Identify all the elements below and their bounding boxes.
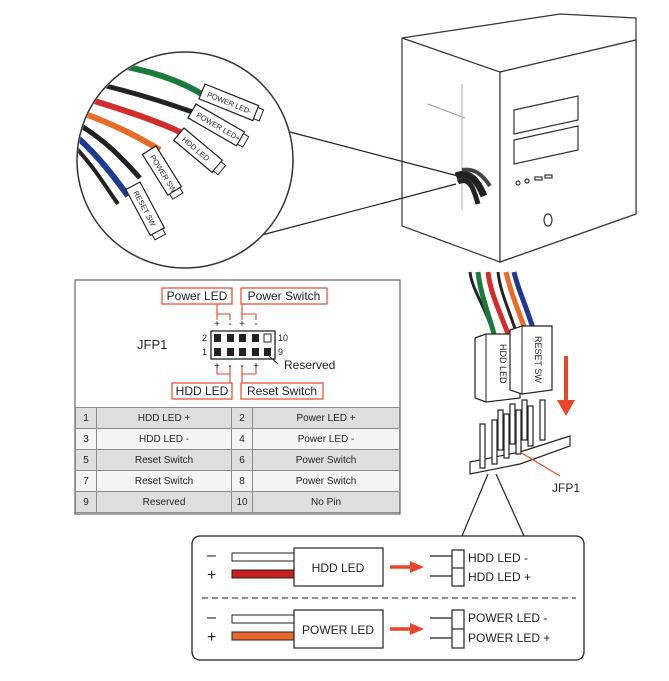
plug-hdd-led-label: HDD LED <box>498 344 508 384</box>
sign-reset-minus: - <box>240 361 243 372</box>
group-power-led: Power LED <box>161 287 233 305</box>
pin-number: 5 <box>74 449 98 471</box>
pin-label-2: 2 <box>202 333 207 343</box>
legend-power-led-row: – + POWER LED POWER LED - POWER LED + <box>207 609 550 649</box>
magnified-wires: POWER LED- POWER LED+ HDD LED POWER SW R… <box>78 59 265 241</box>
jfp1-pin-grid <box>210 330 279 365</box>
group-power-switch: Power Switch <box>240 287 328 305</box>
svg-text:HDD LED: HDD LED <box>176 384 229 398</box>
plug-jfp1-label: JFP1 <box>552 481 580 495</box>
legend-power-plus-sign: + <box>207 629 216 646</box>
sign-power-led-plus: + <box>214 319 220 330</box>
pin-number: 3 <box>74 428 98 450</box>
legend-hdd-plus-sign: + <box>207 567 216 584</box>
pin-function: Reset Switch <box>96 449 232 471</box>
reserved-label: Reserved <box>284 358 335 372</box>
pin-function: Reset Switch <box>96 470 232 492</box>
legend-hdd-led-block: HDD LED <box>312 561 365 575</box>
pin-function: No Pin <box>252 491 400 513</box>
pin-number: 4 <box>230 428 254 450</box>
pin-label-10: 10 <box>278 333 288 343</box>
plug-reset-sw-label: RESET SW <box>533 336 543 383</box>
legend-power-pin-plus: POWER LED + <box>468 631 550 645</box>
pin-number: 9 <box>74 491 98 513</box>
pin-number: 2 <box>230 407 254 429</box>
pin-number: 8 <box>230 470 254 492</box>
legend-hdd-minus-sign: – <box>207 547 216 564</box>
zoom-line-bottom <box>257 183 457 237</box>
pin-number: 6 <box>230 449 254 471</box>
sign-hdd-minus: - <box>228 361 231 372</box>
plug-illustration: HDD LED RESET SW JFP1 <box>461 271 580 537</box>
case-wire-bundle <box>454 167 492 205</box>
sign-hdd-plus: + <box>214 361 220 372</box>
pin-function: HDD LED - <box>96 428 232 450</box>
legend-power-minus-sign: – <box>207 609 216 626</box>
sign-reset-plus: + <box>253 361 259 372</box>
legend-hdd-led-row: – + HDD LED HDD LED - HDD LED + <box>207 547 531 587</box>
legend-hdd-pin-minus: HDD LED - <box>468 551 528 565</box>
sign-power-led-minus: - <box>228 319 231 330</box>
sign-power-sw-minus: - <box>254 319 257 330</box>
pin-function: Power LED - <box>252 428 400 450</box>
legend-hdd-pin-plus: HDD LED + <box>468 570 531 584</box>
legend-power-led-block: POWER LED <box>302 623 374 637</box>
pin-label-9: 9 <box>278 347 283 357</box>
pin-function: Power LED + <box>252 407 400 429</box>
group-reset-switch: Reset Switch <box>240 382 324 400</box>
pc-case <box>401 13 637 263</box>
pin-function: Power Switch <box>252 470 400 492</box>
pin-assignment-table: 1 HDD LED + 2 Power LED + 3 HDD LED - 4 … <box>74 407 400 513</box>
table-row: 1 HDD LED + 2 Power LED + <box>74 407 400 429</box>
sign-power-sw-plus: + <box>239 319 245 330</box>
pin-number: 10 <box>230 491 254 513</box>
svg-text:Reset Switch: Reset Switch <box>247 384 317 398</box>
table-row: 7 Reset Switch 8 Power Switch <box>74 470 400 492</box>
pin-label-1: 1 <box>202 347 207 357</box>
table-row: 9 Reserved 10 No Pin <box>74 491 400 513</box>
pin-number: 7 <box>74 470 98 492</box>
table-row: 3 HDD LED - 4 Power LED - <box>74 428 400 450</box>
svg-text:Power LED: Power LED <box>167 289 228 303</box>
group-hdd-led: HDD LED <box>171 382 233 400</box>
pin-number: 1 <box>74 407 98 429</box>
bracket-lines <box>216 304 257 383</box>
pin-function: Reserved <box>96 491 232 513</box>
table-row: 5 Reset Switch 6 Power Switch <box>74 449 400 471</box>
svg-text:Power Switch: Power Switch <box>248 289 321 303</box>
zoom-line-top <box>289 131 459 177</box>
pin-function: HDD LED + <box>96 407 232 429</box>
jfp1-title: JFP1 <box>137 337 167 352</box>
pin-function: Power Switch <box>252 449 400 471</box>
legend-power-pin-minus: POWER LED - <box>468 611 547 625</box>
